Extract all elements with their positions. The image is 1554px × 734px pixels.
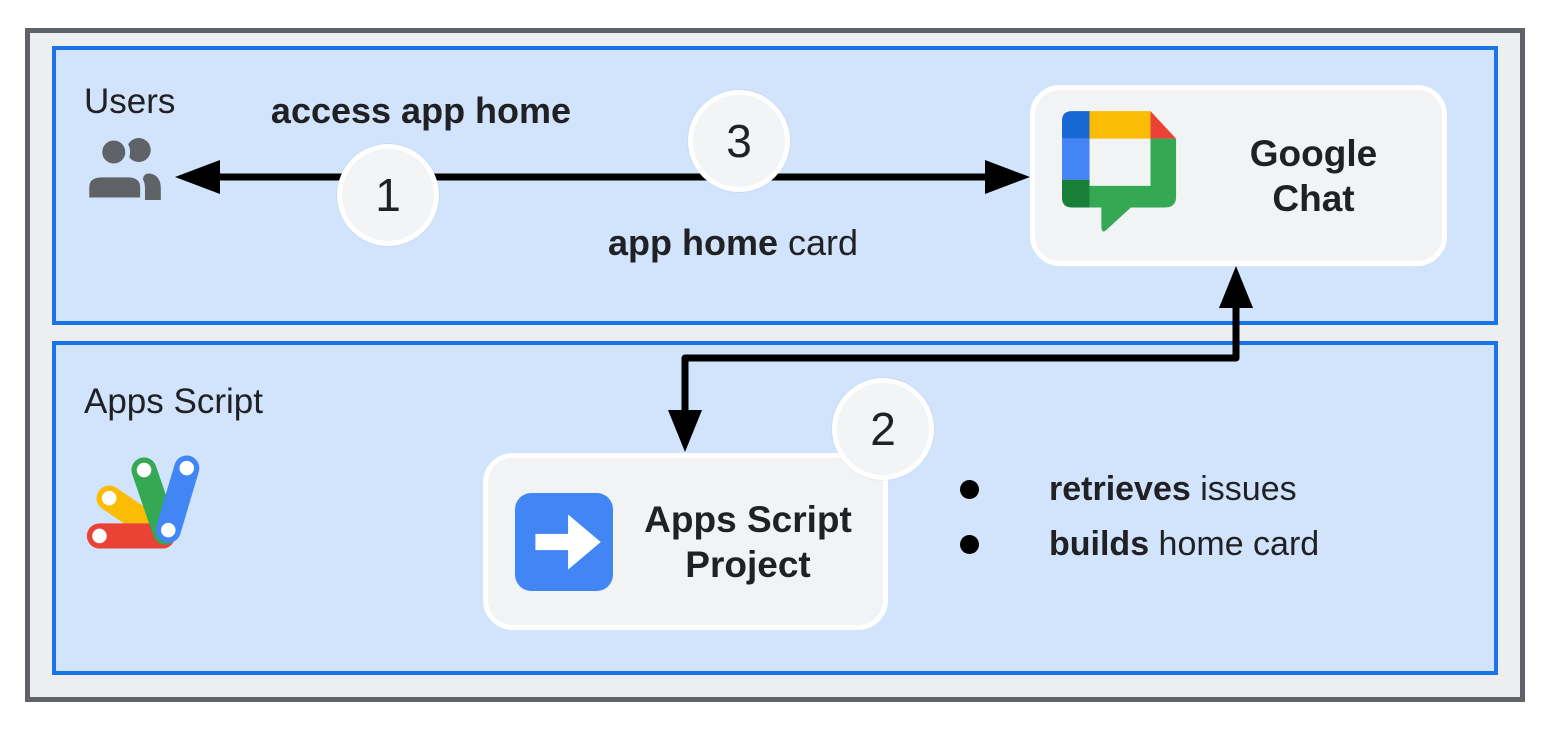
list-item: retrieves issues	[960, 462, 1319, 517]
apps-script-project-node: Apps Script Project	[483, 453, 888, 630]
step-badge-3: 3	[688, 90, 790, 192]
users-lane-label: Users	[84, 82, 176, 121]
step-badge-2: 2	[832, 378, 934, 480]
arrow-right-app-icon	[515, 492, 613, 591]
bullet-icon	[960, 480, 979, 499]
apps-script-logo	[83, 453, 209, 558]
edge-label-access-app-home: access app home	[270, 90, 572, 131]
step-badge-1: 1	[337, 144, 439, 246]
google-chat-logo	[1057, 110, 1185, 241]
list-item: builds home card	[960, 517, 1319, 572]
google-chat-node: Google Chat	[1030, 85, 1447, 266]
apps-script-lane-label: Apps Script	[84, 382, 263, 421]
users-icon	[84, 134, 180, 221]
bullet-icon	[960, 535, 979, 554]
google-chat-label: Google Chat	[1249, 132, 1378, 219]
apps-script-actions-list: retrieves issues builds home card	[960, 462, 1319, 572]
apps-script-project-label: Apps Script Project	[644, 498, 852, 585]
edge-label-app-home-card: app home card	[607, 222, 859, 263]
